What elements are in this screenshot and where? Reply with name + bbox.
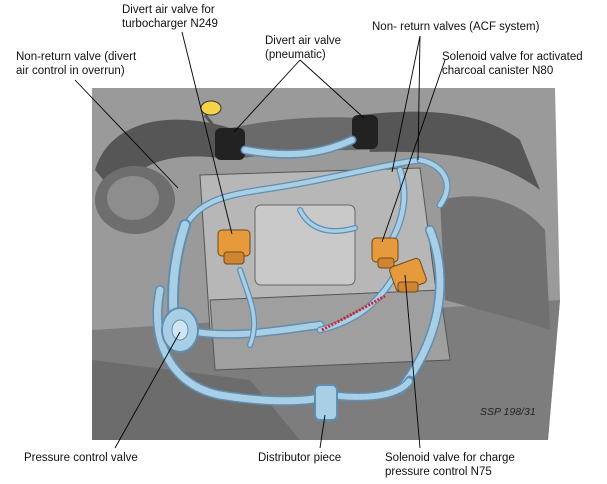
engine-cover bbox=[254, 204, 356, 286]
vacuum-hoses bbox=[152, 135, 451, 406]
hose-12-fill bbox=[238, 268, 256, 347]
distributor-piece bbox=[314, 384, 338, 421]
label-non-return-valve-divert: Non-return valve (divert air control in … bbox=[16, 51, 137, 77]
label-divert-air-valve-turbo: Divert air valve for turbocharger N249 bbox=[122, 4, 218, 30]
leader-lines bbox=[74, 31, 446, 449]
rubber-joint-right bbox=[352, 115, 378, 149]
hose-8-fill bbox=[154, 286, 334, 405]
oil-dipstick-ring bbox=[200, 100, 222, 116]
hose-5-fill bbox=[317, 272, 398, 333]
hose-10-fill bbox=[417, 157, 450, 208]
label-distributor-piece: Distributor piece bbox=[258, 452, 342, 464]
valve-n249 bbox=[217, 229, 251, 265]
hose-2-fill bbox=[177, 157, 423, 243]
label-non-return-valves-acf: Non- return valves (ACF system) bbox=[372, 21, 540, 33]
right-duct bbox=[440, 196, 550, 330]
hose-9-fill bbox=[327, 377, 413, 400]
label-solenoid-n80: Solenoid valve for activated charcoal ca… bbox=[442, 51, 583, 77]
label-divert-air-valve-pneumatic: Divert air valve (pneumatic) bbox=[265, 35, 342, 61]
valve-n75 bbox=[389, 257, 427, 293]
hose-7-fill bbox=[396, 226, 444, 394]
hose-1-fill bbox=[242, 137, 355, 158]
rubber-joint-left bbox=[215, 128, 245, 160]
valve-n80 bbox=[371, 237, 399, 269]
red-indicator-line bbox=[321, 294, 386, 332]
lower-area bbox=[92, 360, 300, 440]
label-pressure-control-valve: Pressure control valve bbox=[24, 452, 138, 464]
intake-pipe-right bbox=[360, 111, 540, 190]
air-filter-cap bbox=[107, 176, 159, 220]
hose-11-fill bbox=[298, 208, 357, 233]
reference-code: SSP 198/31 bbox=[480, 406, 536, 418]
label-solenoid-n75: Solenoid valve for charge pressure contr… bbox=[385, 452, 515, 478]
pressure-control-valve-center bbox=[171, 319, 189, 341]
